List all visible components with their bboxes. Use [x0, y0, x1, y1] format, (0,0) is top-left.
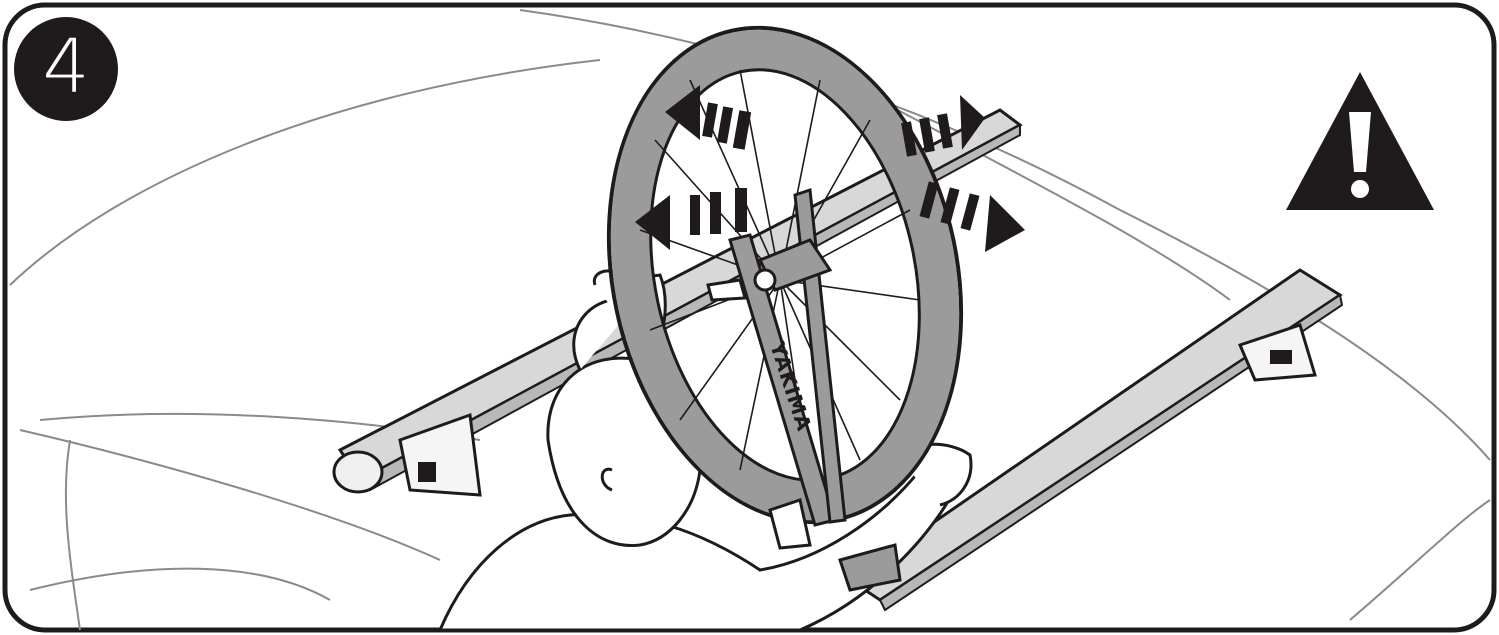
arrow-right-lower-icon [919, 181, 1025, 252]
warning-triangle-icon [1286, 72, 1434, 210]
front-crossbar [847, 268, 1344, 612]
car-outline [9, 9, 1491, 631]
step-number: 4 [42, 24, 90, 110]
arrow-right-upper-icon [901, 95, 985, 157]
arrow-left-upper-icon [665, 85, 752, 150]
rear-crossbar [332, 108, 1023, 497]
arrow-left-lower-icon [635, 188, 747, 250]
motion-arrows [635, 85, 1025, 252]
step-badge: 4 [14, 17, 118, 121]
fork-mount: YAKIMA [706, 187, 902, 592]
